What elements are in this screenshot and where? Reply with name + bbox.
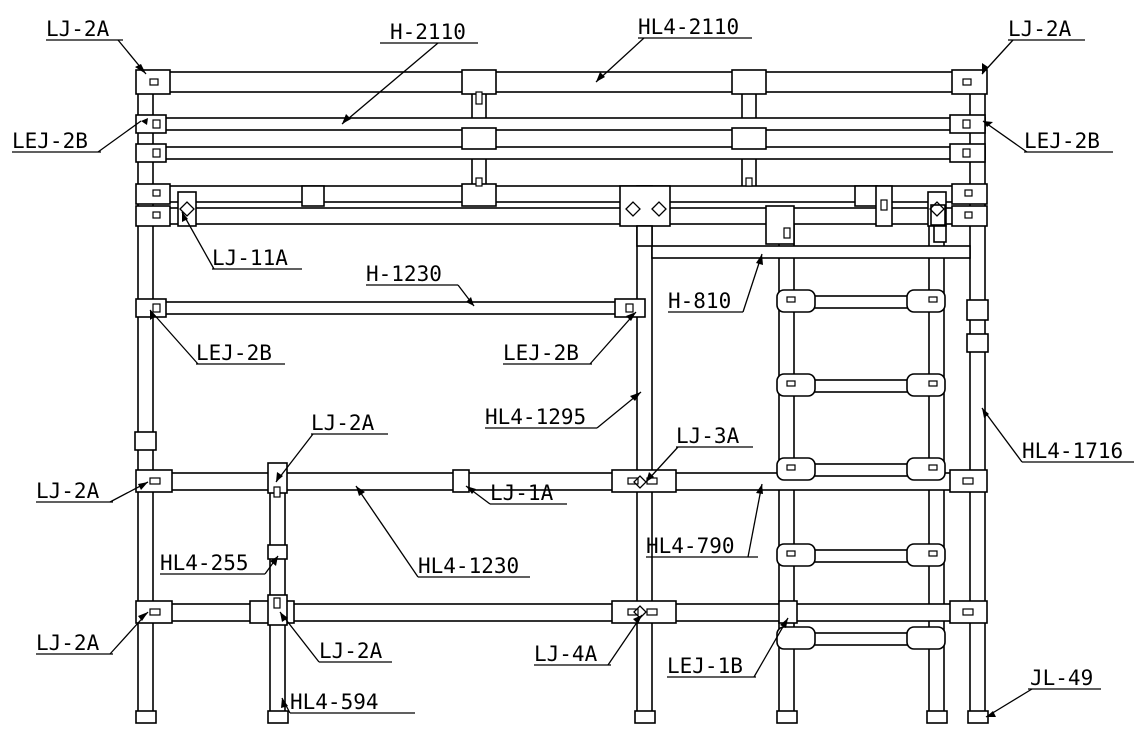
label-hl4-255: HL4-255	[160, 551, 249, 575]
slot-marks	[149, 78, 974, 616]
label-lj3a: LJ-3A	[676, 424, 740, 448]
label-lej2b-right: LEJ-2B	[1024, 129, 1100, 153]
label-hl4-790: HL4-790	[646, 534, 735, 558]
bar-h2110-1	[137, 117, 986, 131]
label-lj11a: LJ-11A	[212, 246, 288, 270]
feet	[135, 710, 989, 724]
label-jl49: JL-49	[1030, 666, 1093, 690]
label-h2110: H-2110	[390, 20, 466, 44]
arrowheads	[135, 63, 996, 717]
diamond-marks	[179, 201, 945, 619]
label-lj2a-top-left: LJ-2A	[46, 17, 110, 41]
label-lj1a: LJ-1A	[490, 481, 554, 505]
label-lj2a-top-right: LJ-2A	[1008, 17, 1072, 41]
label-hl4-1295: HL4-1295	[485, 405, 586, 429]
label-lj2a-left-2: LJ-2A	[36, 631, 100, 655]
bar-upper-2	[137, 207, 986, 225]
label-hl4-1716: HL4-1716	[1022, 439, 1123, 463]
ladder-clamps	[776, 289, 946, 650]
bar-h1230	[152, 301, 638, 315]
bar-top	[137, 71, 986, 93]
label-h1230: H-1230	[366, 262, 442, 286]
bar-h2110-2	[137, 146, 986, 160]
upper-joint-blocks	[177, 69, 947, 247]
label-lej2b-left: LEJ-2B	[12, 129, 88, 153]
misc-blocks	[134, 204, 989, 626]
label-lej2b-mid-right: LEJ-2B	[503, 341, 579, 365]
label-lj2a-mid: LJ-2A	[311, 411, 375, 435]
post-middle	[636, 185, 653, 721]
label-lj2a-bottom: LJ-2A	[319, 639, 383, 663]
labels: LJ-2A H-2110 HL4-2110 LJ-2A LEJ-2B LEJ-2…	[12, 15, 1123, 714]
bar-h810	[651, 245, 971, 259]
label-lj4a: LJ-4A	[534, 642, 598, 666]
label-hl4-594: HL4-594	[290, 690, 379, 714]
label-hl4-2110: HL4-2110	[638, 15, 739, 39]
label-hl4-1230: HL4-1230	[418, 554, 519, 578]
label-lej1b: LEJ-1B	[667, 654, 743, 678]
label-h810: H-810	[668, 289, 731, 313]
annotations	[12, 37, 1134, 718]
label-lej2b-mid-left: LEJ-2B	[196, 341, 272, 365]
label-lj2a-left-1: LJ-2A	[36, 479, 100, 503]
frame-structure	[134, 69, 989, 724]
